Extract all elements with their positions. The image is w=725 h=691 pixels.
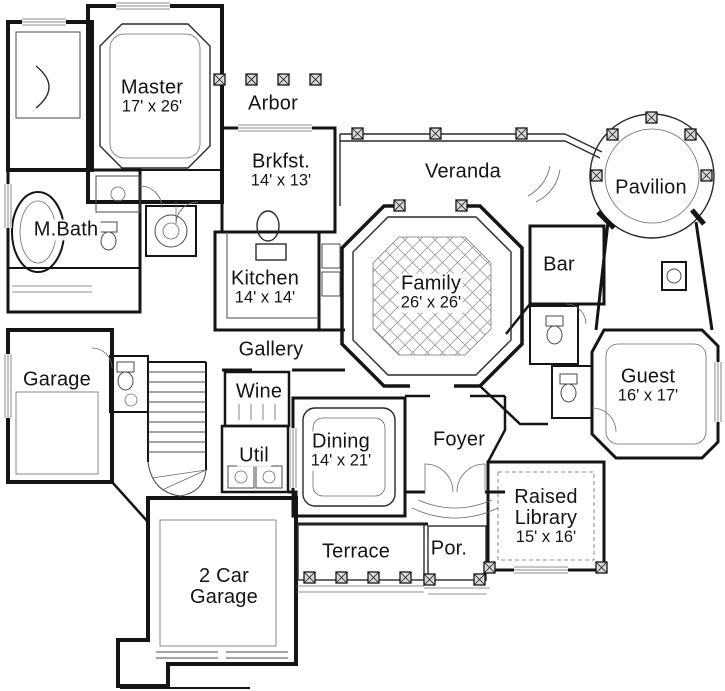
column-post-icon bbox=[595, 561, 608, 574]
room-name: Terrace bbox=[321, 540, 391, 563]
column-post-icon bbox=[335, 571, 348, 584]
toilet-icon bbox=[559, 373, 578, 403]
kitchen-island bbox=[226, 210, 341, 319]
door-swings bbox=[91, 185, 617, 493]
garage-slab bbox=[15, 391, 99, 475]
pedestal-sink bbox=[124, 393, 138, 407]
room-label-brkfst: Brkfst. 14' x 13' bbox=[248, 150, 314, 191]
bath-vanity bbox=[8, 175, 141, 293]
library-ceiling-detail bbox=[497, 471, 595, 561]
column-post-icon bbox=[367, 571, 380, 584]
column-post-icon bbox=[213, 73, 226, 86]
column-post-icon bbox=[429, 127, 442, 140]
column-post-icon bbox=[393, 199, 406, 212]
room-label-gallery: Gallery bbox=[236, 338, 306, 361]
room-name: Gallery bbox=[238, 338, 304, 361]
room-name: Por. bbox=[430, 537, 468, 560]
room-name: Raised bbox=[514, 486, 578, 509]
room-name: Foyer bbox=[432, 428, 486, 451]
column-post-icon bbox=[423, 573, 436, 586]
room-name: Garage bbox=[23, 368, 91, 391]
column-post-icon bbox=[590, 169, 603, 182]
column-post-icon bbox=[684, 128, 697, 141]
window-marks bbox=[4, 2, 722, 574]
room-label-pavilion: Pavilion bbox=[613, 176, 689, 199]
room-label-terrace: Terrace bbox=[319, 540, 393, 563]
room-dims: 15' x 16' bbox=[515, 528, 577, 547]
column-post-icon bbox=[309, 73, 322, 86]
column-post-icon bbox=[303, 571, 316, 584]
sitting-room-detail bbox=[15, 31, 81, 119]
room-name: Pavilion bbox=[615, 176, 687, 199]
room-name: Guest bbox=[620, 365, 676, 388]
room-label-foyer: Foyer bbox=[430, 428, 488, 451]
room-name: Bar bbox=[543, 253, 575, 276]
column-post-icon bbox=[277, 73, 290, 86]
column-post-icon bbox=[606, 128, 619, 141]
room-name: Garage bbox=[190, 586, 258, 608]
room-dims: 16' x 17' bbox=[617, 386, 679, 405]
room-label-library: Raised Library 15' x 16' bbox=[512, 486, 580, 547]
room-dims: 14' x 14' bbox=[234, 288, 296, 307]
toilets bbox=[99, 221, 578, 403]
room-label-kitchen: Kitchen 14' x 14' bbox=[228, 267, 302, 308]
room-name: Family bbox=[400, 272, 462, 295]
wine-racks bbox=[238, 404, 276, 420]
column-post-icon bbox=[455, 199, 468, 212]
room-name: 2 Car bbox=[199, 564, 249, 587]
room-label-garage: Garage bbox=[21, 368, 93, 391]
master-ceiling-detail bbox=[99, 23, 211, 169]
room-label-master: Master 17' x 26' bbox=[118, 76, 186, 117]
room-label-family: Family 26' x 26' bbox=[398, 272, 464, 313]
room-label-dining: Dining 14' x 21' bbox=[308, 430, 374, 471]
room-dims: 14' x 21' bbox=[310, 451, 372, 470]
toilet-icon bbox=[116, 361, 135, 391]
room-name: Arbor bbox=[248, 92, 298, 115]
room-label-util: Util bbox=[237, 444, 271, 467]
entry-steps bbox=[411, 499, 499, 519]
room-label-arbor: Arbor bbox=[246, 92, 300, 115]
veranda-railing bbox=[339, 133, 603, 206]
room-label-mbath: M.Bath bbox=[31, 218, 101, 241]
laundry-appliances bbox=[227, 465, 283, 489]
right-side-fixture bbox=[661, 261, 687, 291]
room-name: Library bbox=[514, 507, 578, 530]
shower-detail bbox=[145, 205, 197, 257]
toilet-icon bbox=[99, 221, 118, 251]
room-name: Kitchen bbox=[230, 267, 300, 290]
guest-ceiling-detail bbox=[605, 343, 707, 445]
exterior-and-room-walls bbox=[6, 4, 720, 688]
room-label-wine: Wine bbox=[233, 380, 285, 403]
column-post-icon bbox=[515, 127, 528, 140]
stairs bbox=[147, 371, 207, 497]
room-label-porch: Por. bbox=[428, 537, 470, 560]
column-post-icon bbox=[245, 73, 258, 86]
porch-steps bbox=[424, 587, 490, 595]
column-post-icon bbox=[645, 111, 658, 124]
two-car-garage-detail bbox=[120, 519, 288, 689]
room-dims: 26' x 26' bbox=[400, 293, 462, 312]
column-post-icon bbox=[473, 573, 486, 586]
column-post-icon bbox=[700, 169, 713, 182]
column-post-icon bbox=[483, 561, 496, 574]
room-name: Veranda bbox=[425, 160, 501, 183]
room-name: Util bbox=[239, 444, 269, 467]
toilet-icon bbox=[545, 315, 564, 345]
room-dims: 14' x 13' bbox=[250, 171, 312, 190]
terrace-railing bbox=[296, 585, 424, 593]
room-dims: 17' x 26' bbox=[121, 97, 183, 116]
column-post-icon bbox=[399, 571, 412, 584]
room-name: Brkfst. bbox=[251, 150, 311, 173]
room-name: Dining bbox=[312, 430, 370, 453]
column-post-icon bbox=[351, 127, 364, 140]
room-name: M.Bath bbox=[33, 218, 99, 241]
room-name: Wine bbox=[235, 380, 283, 403]
room-name: Master bbox=[120, 76, 184, 99]
room-label-guest: Guest 16' x 17' bbox=[615, 365, 681, 406]
room-label-2car-garage: 2 Car Garage bbox=[188, 564, 260, 609]
room-label-veranda: Veranda bbox=[423, 160, 503, 183]
room-label-bar: Bar bbox=[541, 253, 577, 276]
